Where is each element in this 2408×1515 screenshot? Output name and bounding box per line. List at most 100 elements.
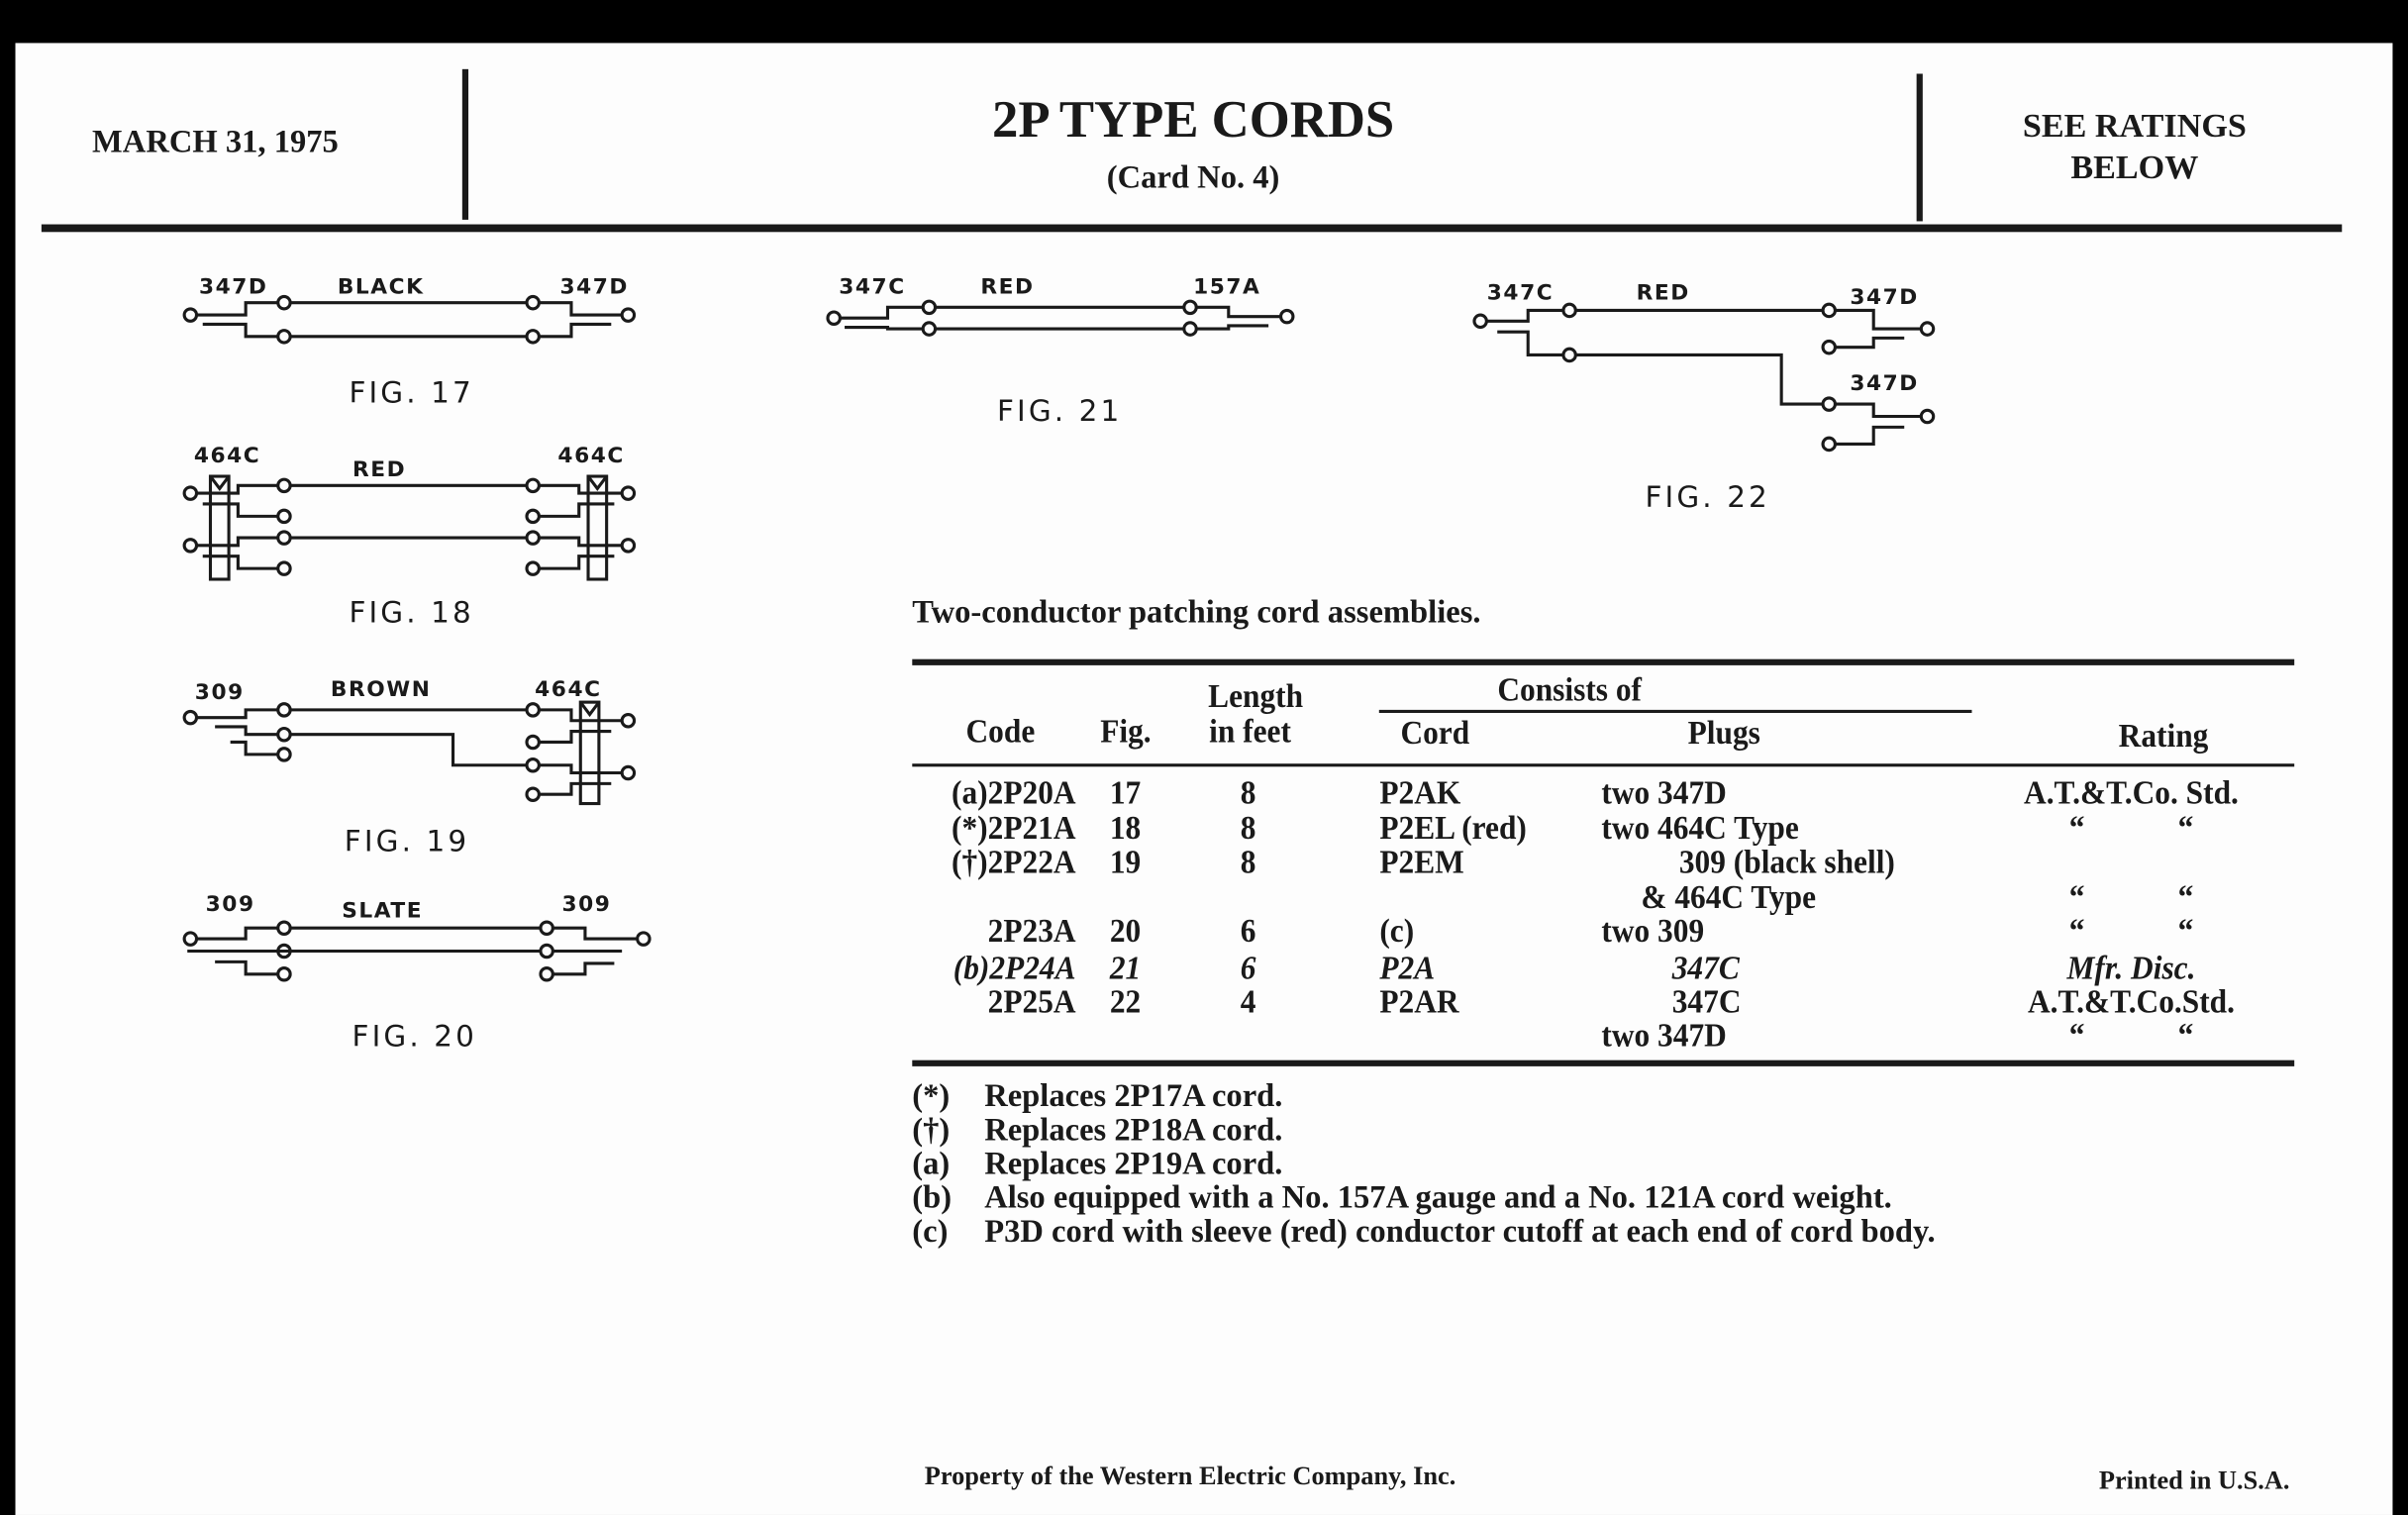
footnote-text: Also equipped with a No. 157A gauge and …	[984, 1178, 1892, 1216]
footnote-text: Replaces 2P17A cord.	[984, 1076, 1283, 1114]
footer-property: Property of the Western Electric Company…	[924, 1461, 1456, 1491]
cell-length: 8	[1240, 842, 1256, 881]
date: MARCH 31, 1975	[92, 123, 339, 160]
header-rule	[41, 224, 2343, 233]
cell-plugs: & 464C Type	[1641, 877, 1817, 916]
footnote-text: P3D cord with sleeve (red) conductor cut…	[984, 1212, 1936, 1250]
cell-rating: “ “	[2068, 911, 2194, 950]
fig22-left-plug: 347C	[1487, 281, 1554, 306]
fig20-diagram: 309 SLATE 309 FIG. 20	[182, 892, 652, 1054]
fig19-cord-color: BROWN	[331, 677, 432, 702]
footnote-text: Replaces 2P18A cord.	[984, 1110, 1283, 1149]
fig21-right-plug: 157A	[1193, 274, 1260, 299]
fig21-caption: FIG. 21	[997, 394, 1122, 428]
fig20-left-plug: 309	[206, 892, 255, 917]
cell-code: (†)2P22A	[952, 842, 1076, 881]
fig18-caption: FIG. 18	[349, 595, 473, 629]
cell-plugs: two 464C Type	[1601, 808, 1799, 847]
cell-length: 8	[1240, 808, 1256, 847]
cell-fig: 21	[1109, 948, 1142, 987]
header-length-line2: in feet	[1209, 711, 1291, 751]
cell-length: 8	[1240, 772, 1256, 812]
cell-fig: 19	[1109, 842, 1142, 881]
fig20-caption: FIG. 20	[352, 1020, 477, 1054]
header-rating: Rating	[2118, 716, 2209, 755]
table-caption: Two-conductor patching cord assemblies.	[912, 592, 1481, 631]
fig18-right-plug: 464C	[557, 444, 624, 468]
cell-rating: Mfr. Disc.	[2066, 948, 2196, 987]
cell-cord: P2AR	[1379, 981, 1459, 1021]
header-code: Code	[965, 711, 1036, 751]
cell-rating: A.T.&T.Co. Std.	[2024, 772, 2239, 812]
cell-plugs: 347C	[1671, 981, 1742, 1021]
cell-length: 6	[1240, 911, 1256, 950]
fig18-left-plug: 464C	[194, 444, 260, 468]
fig19-right-plug: 464C	[535, 677, 601, 702]
fig19-left-plug: 309	[195, 680, 245, 705]
header-cord: Cord	[1400, 712, 1470, 752]
header-fig: Fig.	[1100, 711, 1152, 751]
page-title: 2P TYPE CORDS	[991, 92, 1395, 150]
cell-fig: 18	[1109, 808, 1142, 847]
cell-cord: P2AK	[1379, 772, 1461, 812]
footnote-mark: (*)	[912, 1076, 951, 1114]
cell-cord: (c)	[1379, 911, 1415, 950]
header-plugs: Plugs	[1687, 712, 1760, 752]
header-consists-of: Consists of	[1497, 669, 1643, 709]
fig17-diagram: 347D BLACK 347D FIG. 17	[182, 274, 637, 410]
cell-rating: “ “	[2068, 877, 2194, 916]
cell-fig: 17	[1109, 772, 1142, 812]
cell-cord: P2A	[1379, 948, 1436, 987]
ratings-note-line2: BELOW	[2070, 147, 2199, 186]
cell-rating: “ “	[2068, 1015, 2194, 1055]
consists-underline	[1378, 709, 1972, 713]
cell-code: (b)2P24A	[953, 948, 1076, 987]
fig17-caption: FIG. 17	[349, 376, 473, 410]
cell-plugs: two 347D	[1601, 772, 1727, 812]
cell-cord: P2EL (red)	[1379, 808, 1527, 847]
fig20-cord-color: SLATE	[342, 898, 423, 923]
fig17-right-plug: 347D	[559, 274, 629, 299]
footnote-mark: (c)	[912, 1212, 949, 1250]
cell-length: 4	[1240, 981, 1256, 1021]
cell-plugs: two 309	[1601, 911, 1705, 950]
fig19-diagram: 309 BROWN 464C FIG. 19	[182, 677, 637, 858]
cell-code: 2P25A	[987, 981, 1076, 1021]
page-subtitle: (Card No. 4)	[1106, 157, 1280, 196]
cell-plugs: 347C	[1671, 948, 1740, 987]
header-length-line1: Length	[1208, 675, 1304, 715]
fig17-cord-color: BLACK	[338, 274, 425, 299]
fig22-diagram: 347C RED 347D 347D FIG. 22	[1472, 281, 1936, 514]
cell-plugs: 309 (black shell)	[1678, 842, 1895, 881]
fig22-caption: FIG. 22	[1646, 480, 1770, 514]
reference-card	[15, 43, 2393, 1515]
fig21-left-plug: 347C	[839, 274, 905, 299]
footnote-mark: (b)	[912, 1178, 953, 1216]
cell-rating: “ “	[2068, 808, 2194, 847]
cell-rating: A.T.&T.Co.Std.	[2027, 981, 2235, 1021]
footnote-text: Replaces 2P19A cord.	[984, 1145, 1283, 1182]
fig18-diagram: 464C RED 464C FIG. 18	[182, 444, 637, 629]
cell-fig: 20	[1109, 911, 1142, 950]
cell-length: 6	[1240, 948, 1256, 987]
fig21-cord-color: RED	[980, 274, 1034, 299]
cell-fig: 22	[1109, 981, 1142, 1021]
fig21-diagram: 347C RED 157A FIG. 21	[826, 274, 1295, 428]
fig20-right-plug: 309	[562, 892, 612, 917]
fig17-left-plug: 347D	[199, 274, 268, 299]
table-header-rule	[912, 763, 2295, 767]
fig19-caption: FIG. 19	[345, 825, 469, 858]
fig22-cord-color: RED	[1637, 281, 1690, 306]
cell-code: (*)2P21A	[952, 808, 1076, 847]
cell-code: 2P23A	[987, 911, 1076, 950]
footnote-mark: (a)	[912, 1145, 951, 1182]
footnote-mark: (†)	[912, 1110, 951, 1149]
fig22-right-top-plug: 347D	[1850, 285, 1919, 310]
header-divider-right	[1916, 73, 1923, 222]
table-top-rule	[912, 658, 2295, 665]
header-divider-left	[461, 68, 469, 220]
table-bottom-rule	[912, 1060, 2295, 1066]
cell-plugs: two 347D	[1601, 1015, 1727, 1055]
fig22-right-bottom-plug: 347D	[1850, 371, 1919, 396]
